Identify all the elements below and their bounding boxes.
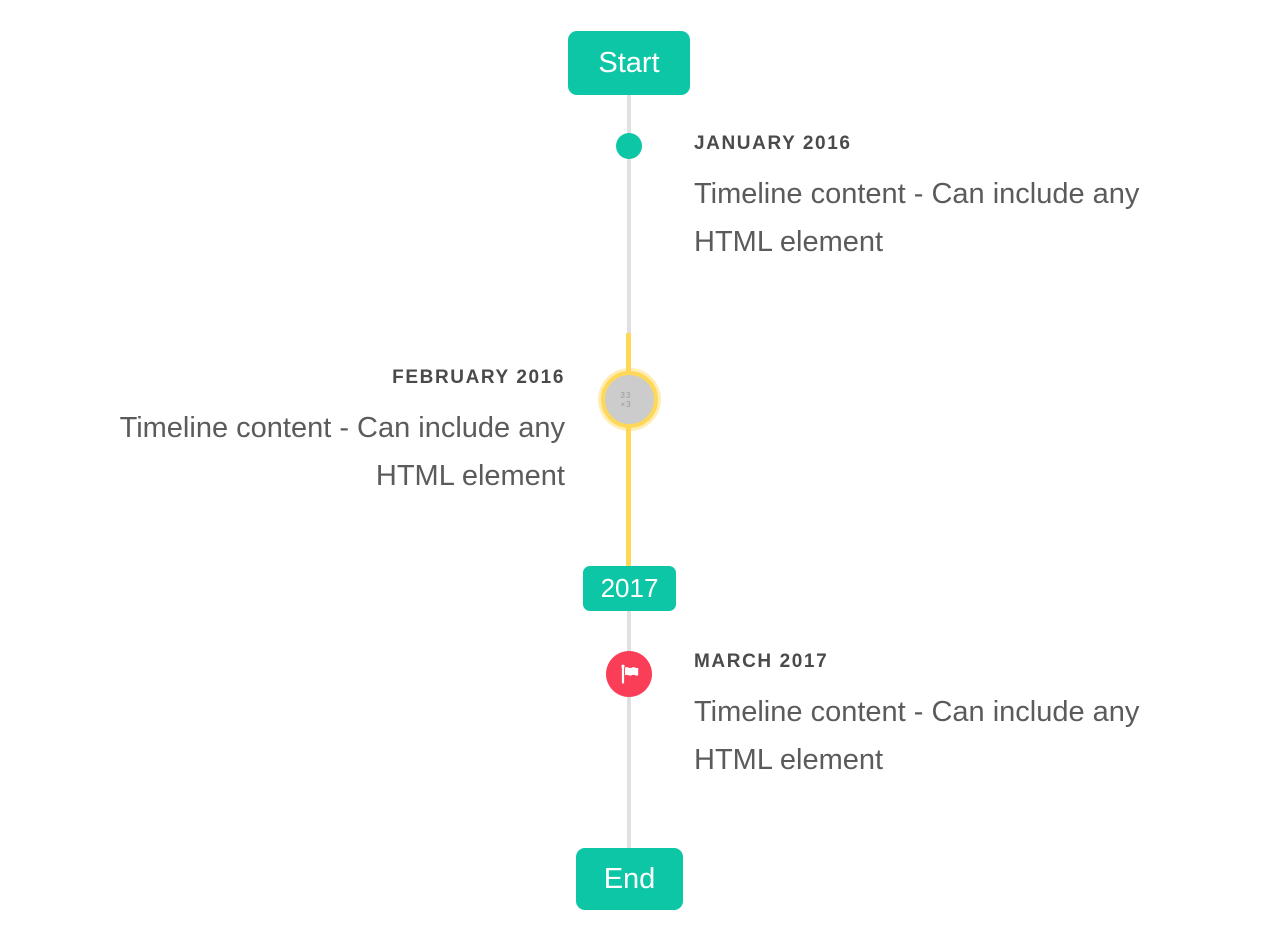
end-button[interactable]: End — [576, 848, 683, 910]
year-badge: 2017 — [583, 566, 676, 611]
event-marker-flag[interactable] — [606, 651, 652, 697]
broken-image-placeholder-text: 33 ×3 — [620, 390, 632, 409]
timeline-line-top — [627, 95, 631, 333]
flag-icon — [617, 662, 641, 686]
event-february-2016: FEBRUARY 2016 Timeline content - Can inc… — [38, 367, 565, 500]
start-button[interactable]: Start — [568, 31, 690, 95]
event-january-2016: JANUARY 2016 Timeline content - Can incl… — [694, 133, 1224, 266]
event-marker-dot[interactable] — [616, 133, 642, 159]
event-content: Timeline content - Can include any HTML … — [694, 178, 1140, 258]
event-date-label: FEBRUARY 2016 — [392, 367, 565, 388]
timeline-line-highlighted — [626, 333, 631, 566]
event-march-2017: MARCH 2017 Timeline content - Can includ… — [694, 651, 1224, 784]
event-content: Timeline content - Can include any HTML … — [119, 412, 565, 492]
event-date-label: MARCH 2017 — [694, 651, 829, 672]
event-date-label: JANUARY 2016 — [694, 133, 852, 154]
event-marker-image-placeholder[interactable]: 33 ×3 — [601, 371, 658, 428]
event-content: Timeline content - Can include any HTML … — [694, 696, 1140, 776]
timeline-line-bottom — [627, 611, 631, 848]
